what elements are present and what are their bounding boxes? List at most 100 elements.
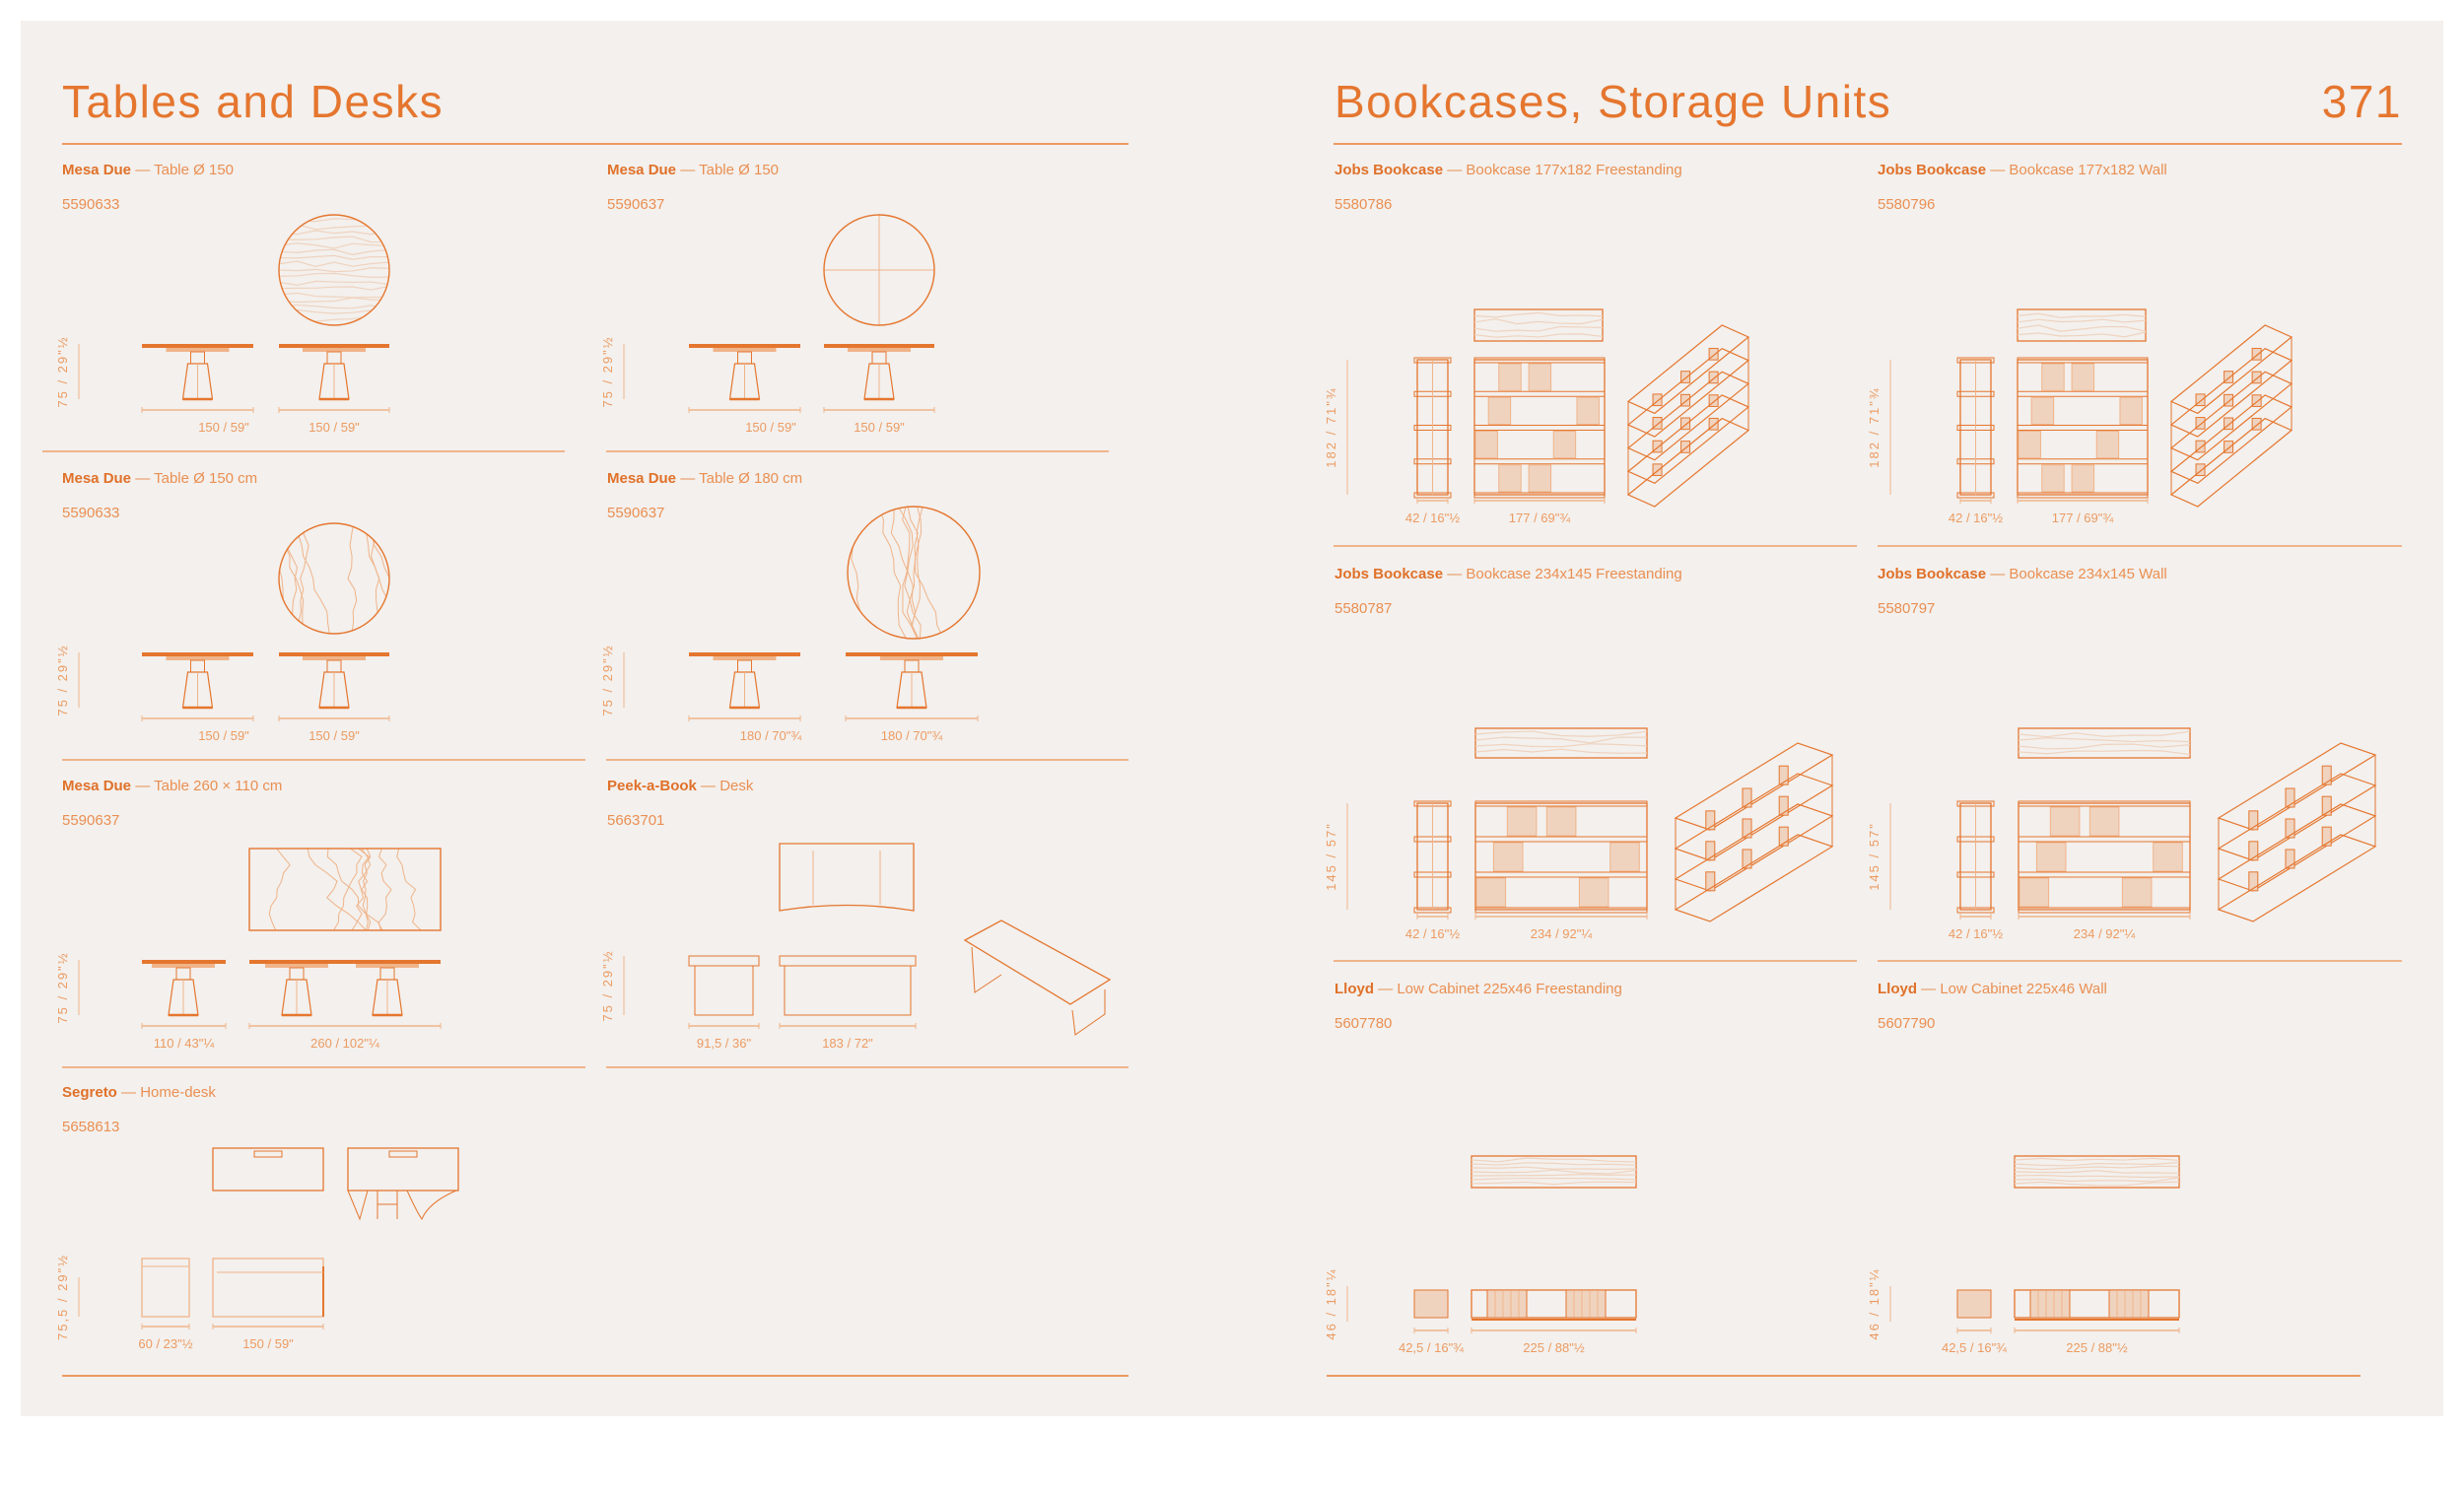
iso-divider [1705,841,1716,861]
wood-grain-line [2014,1165,2180,1171]
title-separator: — [676,470,700,487]
iso-divider [1708,371,1719,384]
iso-shelf [2217,834,2377,922]
iso-divider [1708,417,1719,431]
marble-vein [365,523,389,634]
table-plate [713,348,777,352]
wood-grain-line [1471,1181,1637,1186]
product-title: Mesa Due — Table Ø 150 [607,162,779,178]
divider-panel [2049,806,2081,837]
marble-vein [283,523,299,634]
shelf [1474,836,1648,843]
marble-vein [974,507,980,639]
title-separator: — [1443,162,1467,178]
wood-grain-line [1471,1157,1637,1163]
width-dimension-label: 260 / 102"¼ [310,1036,379,1051]
product-name: Mesa Due [62,778,132,794]
height-dimension-label: 46 / 18"¼ [1324,1267,1338,1339]
width-dimension-label: 150 / 59" [242,1336,294,1351]
product-title: Mesa Due — Table Ø 150 cm [62,470,257,487]
table-column [904,659,920,673]
cabinet-side-view [1956,1289,1992,1319]
round-table-top-view [823,214,935,326]
wood-grain-line [1471,1173,1637,1177]
wood-grain-line [279,292,389,299]
divider [606,450,1109,452]
wood-grain-line [279,304,389,310]
wood-grain-line [1473,311,1604,318]
iso-shelf [1626,417,1750,508]
iso-divider [1708,347,1719,361]
iso-divider [2195,393,2206,407]
page-number: 371 [2321,76,2402,127]
desk-handle [388,1150,418,1158]
iso-divider [1708,394,1719,407]
desk-iso-leg [971,946,1002,993]
left-footer-rule [62,1375,1129,1377]
marble-vein [906,507,920,639]
iso-divider [2285,849,2295,869]
width-dimension-label: 42,5 / 16"¾ [1399,1340,1464,1355]
iso-divider [1680,417,1691,431]
rect-table-top-view [248,848,442,931]
iso-shelf [1674,773,1834,861]
shelf [2017,458,2149,465]
divider-panel [1609,842,1640,872]
wood-grain-line [1474,730,1648,737]
desk-iso-leg [1071,989,1106,1036]
divider-panel [2153,842,2183,872]
title-separator: — [1917,981,1941,997]
divider-panel [2121,877,2153,908]
wood-grain-line [2017,324,2147,332]
iso-shelf [2217,773,2377,861]
wood-grain-line [2014,1161,2180,1167]
desk-side-top [688,955,760,967]
product-description: Bookcase 234x145 Wall [2009,566,2167,582]
shelf [2018,836,2191,843]
divider-panel [1475,877,1507,908]
table-plate [152,964,215,968]
wood-grain-line [2018,737,2191,743]
divider-panel [2035,842,2067,872]
product-description: Desk [719,778,754,794]
product-title: Peek-a-Book — Desk [607,778,753,794]
wood-grain-line [279,315,389,322]
product-title: Mesa Due — Table 260 × 110 cm [62,778,282,794]
table-top-elevation [689,344,800,348]
desk-open-legs [347,1190,457,1221]
title-separator: — [1986,162,2010,178]
divider-panel [2041,363,2065,391]
right-page-title: Bookcases, Storage Units [1335,76,1892,127]
desk-side-view [141,1258,190,1318]
table-plate [265,964,328,968]
right-header-rule [1334,143,2402,145]
product-description: Table Ø 150 [699,162,779,178]
table-plate [713,656,777,660]
product-code: 5663701 [607,812,665,829]
technical-drawing: 75 / 29"½91,5 / 36"183 / 72" [600,843,1112,1051]
iso-divider [2224,393,2234,407]
divider-panel [1576,396,1600,425]
height-dimension-label: 182 / 71"¾ [1867,386,1882,467]
wood-grain-line [2014,1170,2180,1175]
iso-divider [2224,371,2234,383]
shelf [1473,390,1606,397]
product-description: Low Cabinet 225x46 Wall [1940,981,2107,997]
wood-grain-line [279,242,389,249]
iso-divider [2248,871,2259,892]
divider [1334,960,1857,962]
wood-grain-line [1474,748,1648,754]
wood-grain-line [1473,318,1604,325]
table-column [871,351,887,365]
divider-panel [1578,877,1609,908]
shelf [2017,390,2149,397]
cabinet-door [1486,1289,1528,1319]
iso-divider [1652,463,1663,477]
divider-panel [2041,464,2065,493]
